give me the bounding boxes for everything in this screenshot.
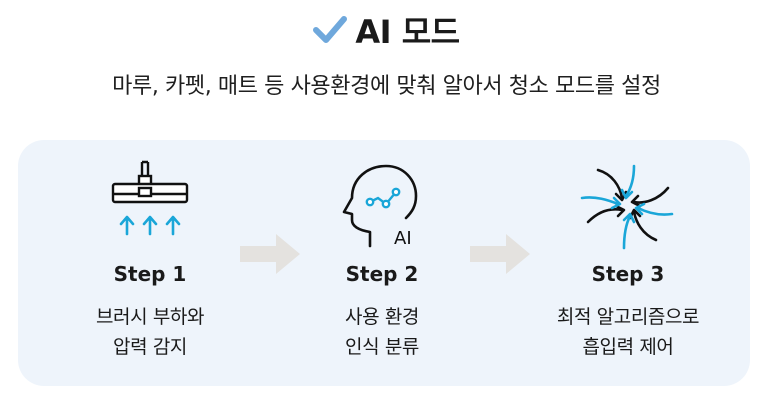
brush-pressure-icon — [111, 160, 189, 236]
suction-swirl-icon — [580, 164, 674, 250]
step-label: Step 2 — [345, 262, 419, 286]
ai-head-icon: AI — [342, 164, 418, 249]
step-description: 사용 환경 인식 분류 — [345, 306, 419, 358]
page-title: AI 모드 — [355, 13, 460, 51]
arrow-right-icon — [470, 234, 530, 274]
svg-text:AI: AI — [394, 228, 412, 249]
step-description: 최적 알고리즘으로 흡입력 제어 — [556, 306, 700, 358]
arrow-right-icon — [240, 234, 300, 274]
check-icon — [313, 16, 348, 43]
step-description: 브러시 부하와 압력 감지 — [95, 306, 205, 358]
step-label: Step 3 — [591, 262, 665, 286]
step-label: Step 1 — [113, 262, 187, 286]
header: AI 모드 — [0, 8, 773, 52]
page-subtitle: 마루, 카펫, 매트 등 사용환경에 맞춰 알아서 청소 모드를 설정 — [112, 74, 661, 99]
